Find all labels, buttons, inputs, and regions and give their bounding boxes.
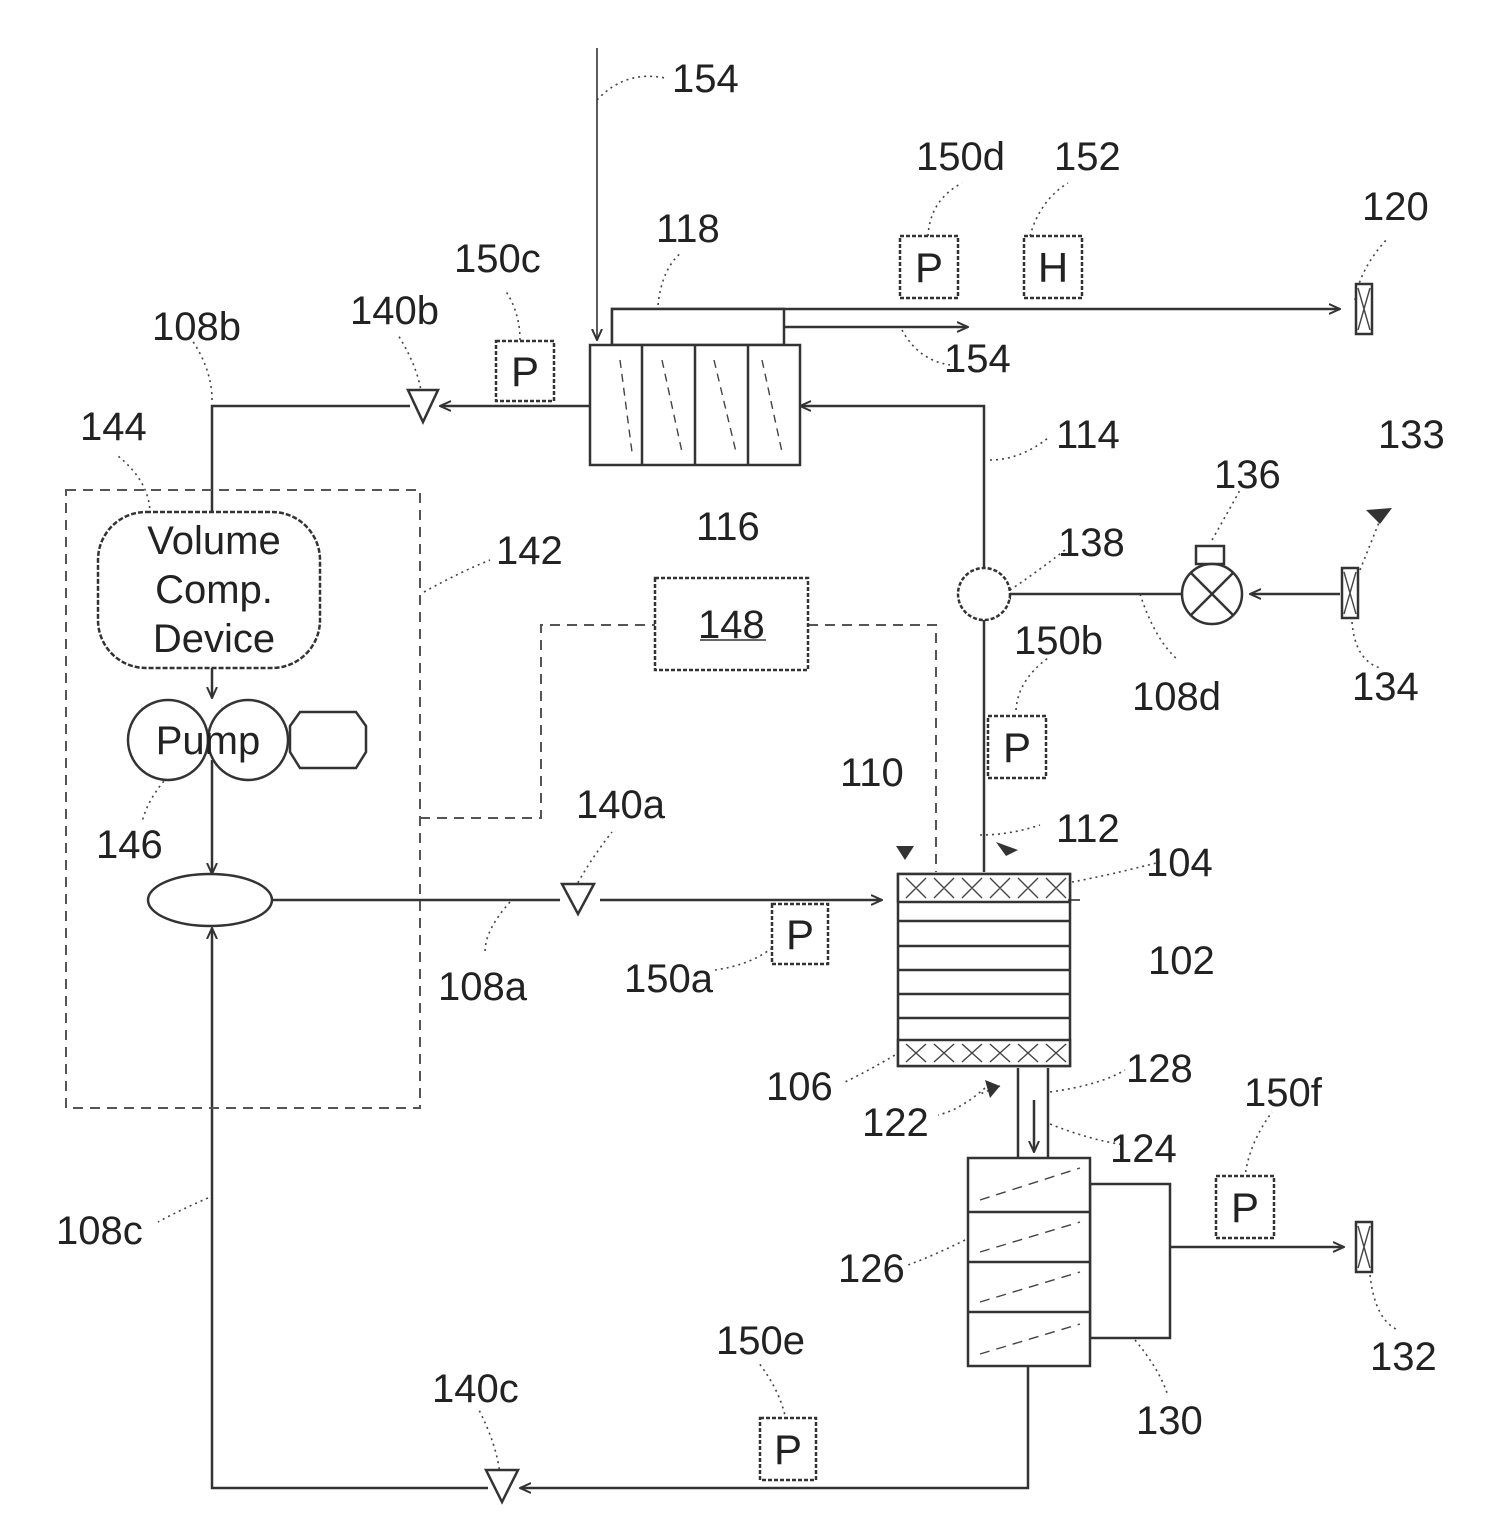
label-138: 138 [1058, 521, 1125, 565]
svg-text:P: P [774, 1426, 802, 1473]
label-120: 120 [1362, 185, 1429, 229]
label-116: 116 [696, 505, 760, 549]
label-106: 106 [766, 1065, 833, 1109]
label-152: 152 [1054, 135, 1121, 179]
label-122: 122 [862, 1101, 929, 1145]
label-140b: 140b [350, 289, 439, 333]
pressure-sensor-150d: P [900, 236, 958, 298]
label-114: 114 [1056, 413, 1120, 457]
label-108a: 108a [438, 965, 528, 1009]
label-150f: 150f [1244, 1071, 1323, 1115]
label-104: 104 [1146, 841, 1213, 885]
label-144: 144 [80, 405, 147, 449]
label-134: 134 [1352, 665, 1419, 709]
label-128: 128 [1126, 1047, 1193, 1091]
pressure-symbol: P [511, 348, 539, 395]
outlet-120 [1356, 284, 1372, 334]
pressure-sensor-150a: P [772, 904, 828, 964]
label-154-top: 154 [672, 57, 739, 101]
label-108c: 108c [56, 1209, 143, 1253]
humidity-sensor-152: H [1024, 236, 1082, 298]
outlet-132 [1356, 1222, 1372, 1272]
pressure-sensor-150f: P [1216, 1176, 1274, 1238]
volume-device-line2: Comp. [155, 568, 273, 612]
label-150e: 150e [716, 1319, 805, 1363]
label-146: 146 [96, 823, 163, 867]
label-133: 133 [1378, 413, 1445, 457]
label-112: 112 [1056, 807, 1120, 851]
svg-text:P: P [786, 911, 814, 958]
label-154-mid: 154 [944, 337, 1011, 381]
label-150a: 150a [624, 957, 714, 1001]
fuel-cell-stack-102 [898, 874, 1080, 1066]
label-124: 124 [1110, 1127, 1177, 1171]
junction-138 [958, 568, 1010, 620]
label-108b: 108b [152, 305, 241, 349]
label-136: 136 [1214, 453, 1281, 497]
svg-text:P: P [915, 244, 943, 291]
volume-device-line3: Device [153, 617, 275, 661]
label-150c: 150c [454, 237, 541, 281]
mixer-node [148, 874, 272, 926]
svg-text:P: P [1231, 1184, 1259, 1231]
label-150b: 150b [1014, 619, 1103, 663]
label-140a: 140a [576, 783, 666, 827]
label-118: 118 [656, 207, 720, 251]
check-valve-140b [408, 390, 438, 422]
pressure-sensor-150c: P [496, 341, 554, 401]
label-110: 110 [840, 751, 904, 795]
flow-lines [212, 48, 1344, 1488]
label-150d: 150d [916, 135, 1005, 179]
label-130: 130 [1136, 1399, 1203, 1443]
label-140c: 140c [432, 1367, 519, 1411]
label-126: 126 [838, 1247, 905, 1291]
leader-lines [118, 76, 1398, 1475]
label-142: 142 [496, 529, 563, 573]
pressure-sensor-150b: P [988, 716, 1046, 778]
inlet-134 [1342, 568, 1358, 618]
volume-device-line1: Volume [147, 519, 280, 563]
pump-146: Pump [128, 700, 366, 780]
humidifier-116 [590, 309, 800, 465]
svg-text:H: H [1038, 244, 1068, 291]
separator-126 [968, 1158, 1170, 1366]
svg-text:P: P [1003, 724, 1031, 771]
label-132: 132 [1370, 1335, 1437, 1379]
label-102: 102 [1148, 939, 1215, 983]
pump-label: Pump [156, 719, 261, 763]
valve-136 [1182, 546, 1242, 624]
label-108d: 108d [1132, 675, 1221, 719]
check-valve-140a [562, 884, 594, 914]
volume-comp-device-144: Volume Comp. Device [98, 512, 320, 668]
label-148: 148 [698, 603, 765, 647]
check-valve-140c [486, 1470, 518, 1502]
pressure-sensor-150e: P [760, 1418, 816, 1480]
